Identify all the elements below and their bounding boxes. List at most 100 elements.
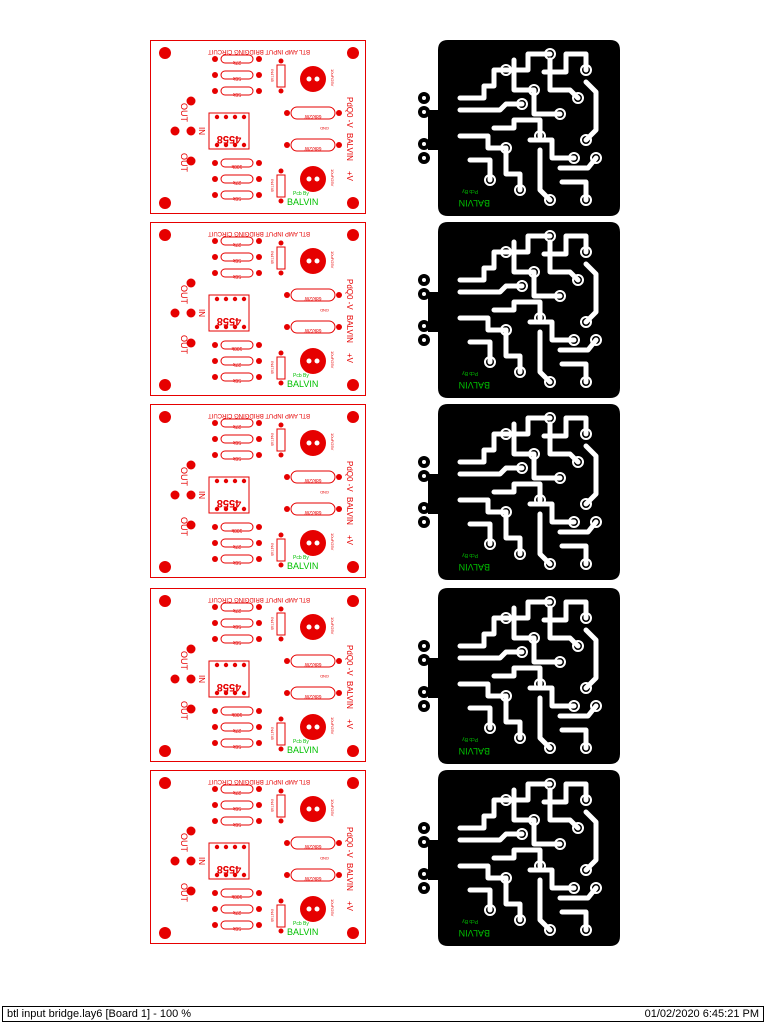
trace [503, 51, 553, 73]
ic-pin [241, 506, 247, 512]
ic-pin [223, 324, 229, 330]
pad [500, 324, 512, 336]
connector-pad [170, 674, 180, 684]
resistor-value: 27k [232, 727, 241, 733]
ic-pin [241, 844, 247, 850]
electrolytic-cap [300, 714, 326, 740]
resistor [220, 70, 254, 80]
trace [503, 415, 553, 437]
ic-outline [208, 294, 250, 332]
connector-pad [186, 886, 196, 896]
out-label-bottom: OUT [179, 153, 189, 173]
pad [580, 316, 592, 328]
resistor-value: 56k [232, 925, 241, 931]
pad [484, 722, 496, 734]
resistor [220, 54, 254, 64]
ic-pin [214, 324, 220, 330]
pad [534, 678, 546, 690]
mounting-hole [159, 197, 171, 209]
ic-pin [241, 690, 247, 696]
resistor-value: 56k [232, 439, 241, 445]
board-title: BTL AMP INPUT BRIDGING CIRCUIT [208, 596, 310, 602]
resistor-value: 56k [232, 639, 241, 645]
trace [457, 615, 509, 649]
ic-pin [241, 872, 247, 878]
electrolytic-cap [300, 166, 326, 192]
ic-label: 4558 [217, 863, 241, 875]
trace [583, 79, 599, 143]
connector-pad [186, 856, 196, 866]
resistor-value: 56k [232, 455, 241, 461]
side-label-plus: +V [345, 353, 354, 364]
copper-designer: BALVIN [459, 198, 490, 208]
pad [590, 700, 602, 712]
trace [457, 249, 509, 283]
trace [511, 787, 563, 847]
copper-pcb-by: Pcb By [462, 552, 478, 558]
trace [457, 101, 525, 113]
board-title: BTL AMP INPUT BRIDGING CIRCUIT [208, 778, 310, 784]
ic-pin [214, 478, 220, 484]
ic-pin [214, 114, 220, 120]
cap-label: 10uF/25V [330, 617, 335, 635]
diode [276, 722, 286, 746]
resistor [220, 418, 254, 428]
out-label-top: OUT [179, 103, 189, 123]
pad [544, 596, 556, 608]
resistor [220, 722, 254, 732]
resistor-value: 100k [231, 527, 242, 533]
film-cap-value: 68k/2W [304, 509, 321, 515]
resistor [220, 86, 254, 96]
cap-label: 10uF/25V [330, 717, 335, 735]
connector-pad [186, 490, 196, 500]
pad [554, 290, 566, 302]
ic-pin [214, 142, 220, 148]
resistor-value: 56k [232, 821, 241, 827]
film-cap [290, 320, 336, 334]
mounting-hole [159, 411, 171, 423]
trace [457, 797, 509, 831]
trace [457, 497, 509, 515]
side-label-gnd: GND [320, 126, 329, 131]
out-label-top: OUT [179, 833, 189, 853]
zener-label: IN4745 [270, 361, 275, 375]
diode [276, 428, 286, 452]
trace [583, 627, 599, 691]
ic-pin [241, 662, 247, 668]
electrolytic-cap [300, 796, 326, 822]
electrolytic-cap [300, 248, 326, 274]
ic-outline [208, 842, 250, 880]
ic-label: 4558 [217, 497, 241, 509]
trace [491, 117, 543, 139]
connector-pad [186, 156, 196, 166]
mounting-hole [347, 411, 359, 423]
pad [544, 924, 556, 936]
pad [534, 860, 546, 872]
pad [514, 184, 526, 196]
diode [276, 794, 286, 818]
in-label: IN [197, 491, 206, 499]
connector-pad [186, 338, 196, 348]
trace [541, 781, 589, 805]
connector-pad [170, 308, 180, 318]
status-timestamp: 01/02/2020 6:45:21 PM [644, 1008, 759, 1020]
pad [572, 640, 584, 652]
pad [544, 778, 556, 790]
resistor [220, 174, 254, 184]
connector-pad [186, 126, 196, 136]
pad [484, 356, 496, 368]
trace [511, 57, 563, 117]
resistor [220, 236, 254, 246]
mounting-hole [347, 47, 359, 59]
copper-pcb-by: Pcb By [462, 736, 478, 742]
mounting-hole [159, 229, 171, 241]
copper-pcb-by: Pcb By [462, 918, 478, 924]
trace [541, 233, 589, 257]
film-cap-value: 68k/2W [304, 145, 321, 151]
designer-label: BALVIN [287, 561, 318, 571]
trace [467, 705, 493, 731]
